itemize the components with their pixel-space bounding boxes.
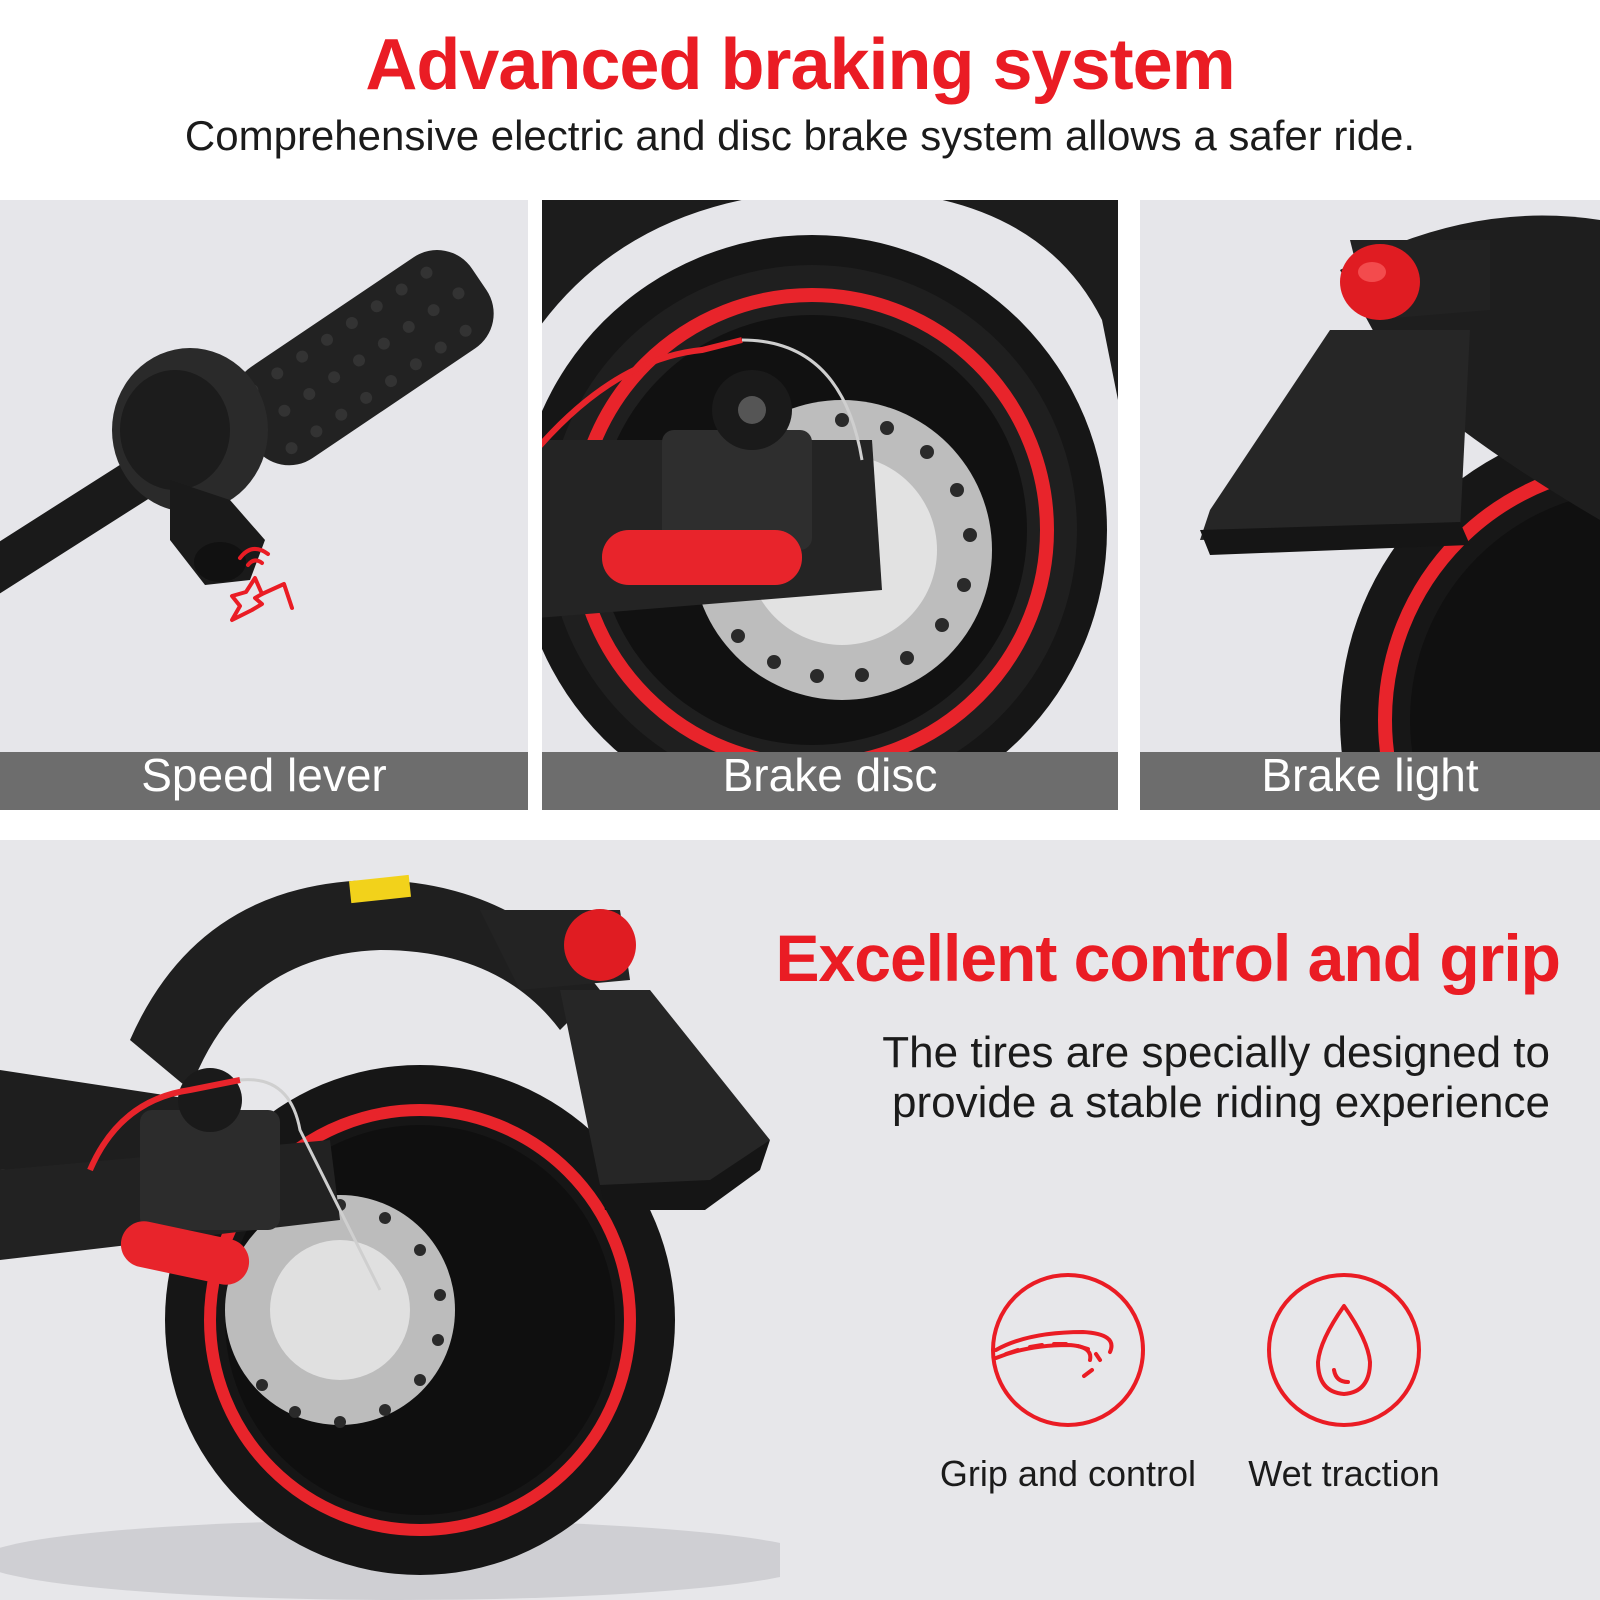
water-drop-icon bbox=[1267, 1273, 1421, 1427]
page-title: Advanced braking system bbox=[365, 25, 1235, 105]
rear-light-image bbox=[1140, 200, 1600, 810]
header: Advanced braking system Comprehensive el… bbox=[0, 0, 1600, 200]
caption-bar bbox=[0, 752, 528, 810]
caption-bar bbox=[542, 752, 1118, 810]
caption-brake-light: Brake light bbox=[1261, 749, 1479, 801]
feature-label-wet: Wet traction bbox=[1248, 1453, 1440, 1494]
caption-brake-disc: Brake disc bbox=[722, 749, 938, 801]
grip-section: Excellent control and grip The tires are… bbox=[0, 840, 1600, 1600]
feature-description-line-1: The tires are specially designed to bbox=[882, 1028, 1550, 1077]
caption-speed-lever: Speed lever bbox=[141, 749, 387, 801]
feature-title: Excellent control and grip bbox=[775, 921, 1561, 995]
caption-bar bbox=[1140, 752, 1600, 810]
tap-finger-icon bbox=[230, 546, 294, 622]
handlebar-image bbox=[0, 200, 528, 810]
brake-disc-panel: Brake disc bbox=[542, 200, 1118, 810]
brake-light-panel: Brake light bbox=[1140, 200, 1600, 810]
feature-grip-and-control: Grip and control bbox=[938, 1270, 1198, 1494]
feature-wet-traction: Wet traction bbox=[1214, 1270, 1474, 1494]
road-curve-icon bbox=[991, 1273, 1145, 1427]
feature-description: The tires are specially designed to prov… bbox=[760, 1028, 1550, 1128]
speed-lever-panel: Speed lever bbox=[0, 200, 528, 810]
feature-label-grip: Grip and control bbox=[939, 1453, 1197, 1494]
page-subtitle: Comprehensive electric and disc brake sy… bbox=[184, 112, 1416, 159]
feature-description-line-2: provide a stable riding experience bbox=[892, 1078, 1550, 1127]
brake-disc-image bbox=[542, 200, 1118, 810]
scooter-rear-wheel-image bbox=[0, 874, 780, 1600]
